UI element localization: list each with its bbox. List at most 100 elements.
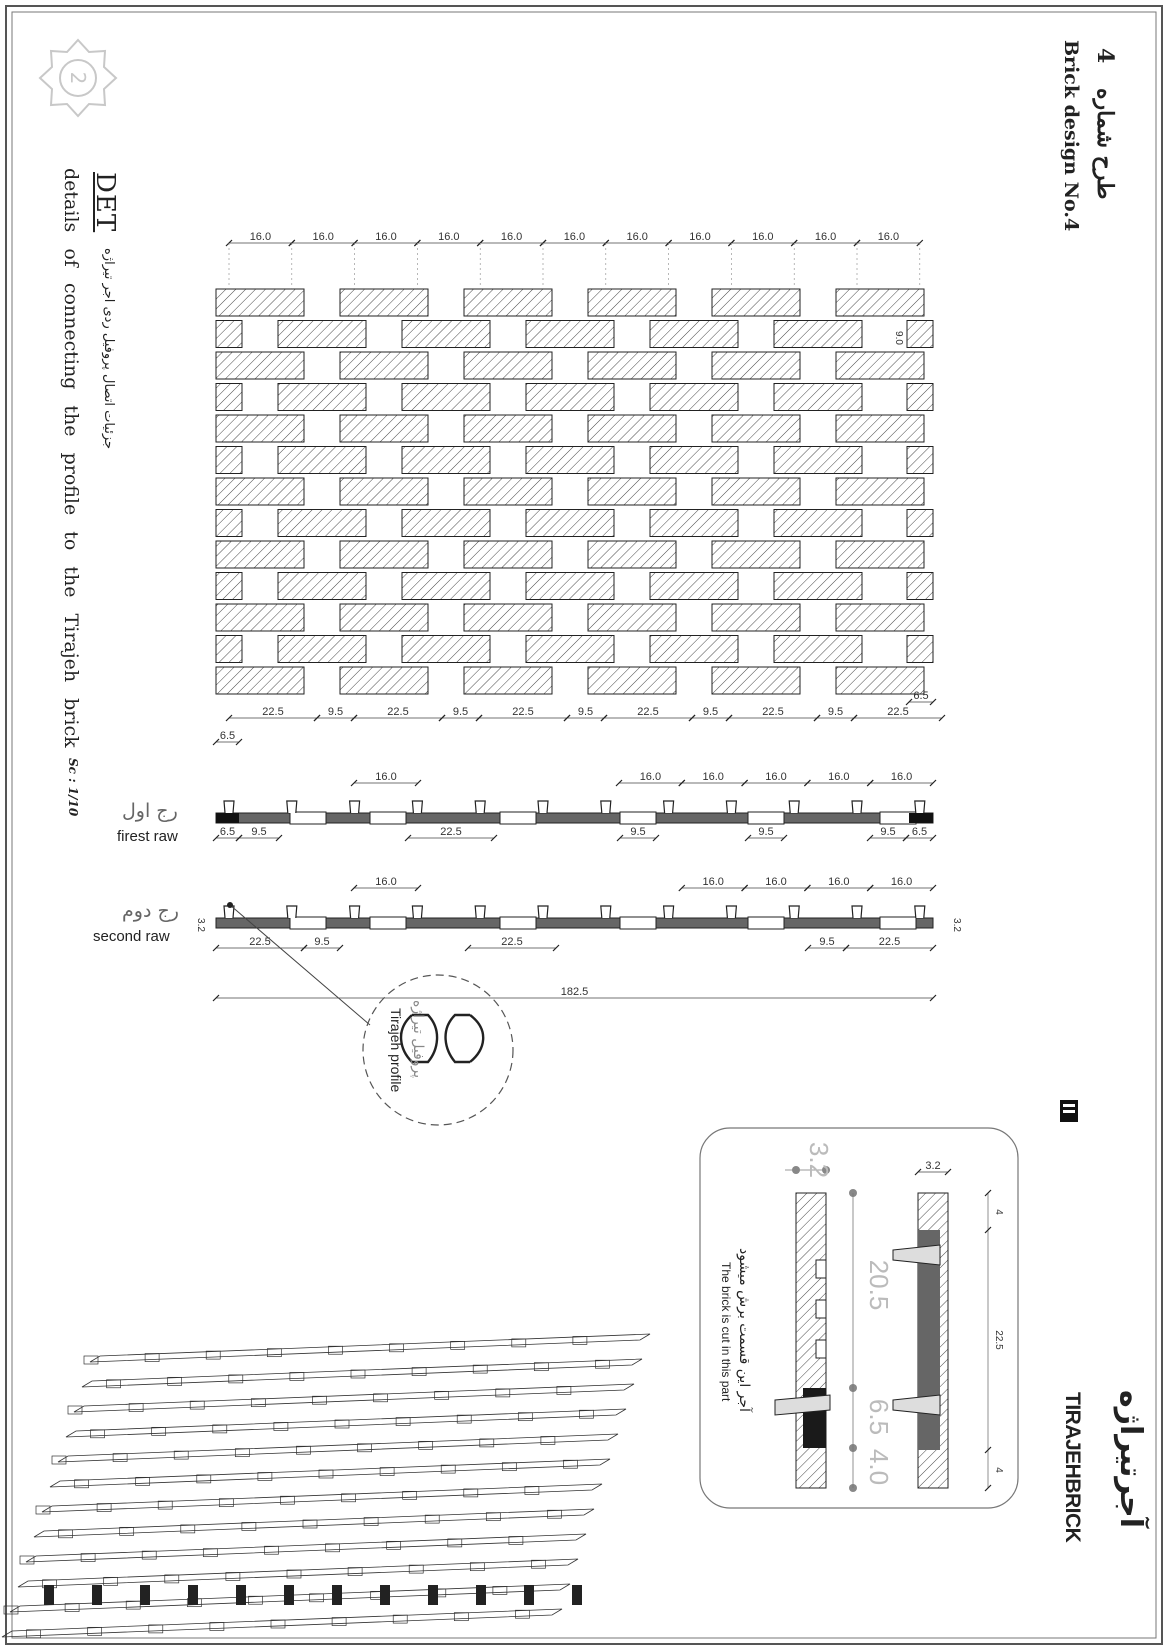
brick [339,288,429,317]
iso-clip [250,1398,266,1408]
brick [587,351,677,380]
iso-clip [469,1562,485,1572]
dim-tick [563,714,571,722]
dim-label: 22.5 [262,706,283,718]
dim-tick [929,834,937,842]
profile-clip [537,905,549,919]
brick [463,288,553,317]
dim-label-large: 6.5 [864,1399,894,1435]
iso-clip [547,1509,562,1519]
dim-label: 4 [993,1467,1004,1473]
iso-clip [402,1490,418,1500]
brick [463,477,553,506]
iso-clip [257,1472,273,1481]
brick [215,414,305,443]
iso-clip [96,1503,112,1512]
dim-tick [475,714,483,722]
dim-label: 16.0 [375,231,396,243]
iso-clip [347,1567,363,1576]
brick [215,477,305,506]
dim-tick [803,779,811,787]
dim-tick [414,884,422,892]
dim-label: 9.5 [630,826,645,838]
dim-label: 22.5 [762,706,783,718]
gap [289,916,327,930]
dim-tick [212,834,220,842]
iso-clip [141,1550,157,1560]
dim-label: 16.0 [891,876,912,888]
iso-profile-foot [332,1585,342,1605]
dim-label: 9.5 [880,826,895,838]
brick [649,383,739,411]
iso-clip [389,1343,404,1353]
iso-clip [524,1486,540,1495]
brick [215,666,305,695]
brick-strip [215,917,934,929]
dim-tick [212,994,220,1002]
brick [587,414,677,443]
brick [587,540,677,569]
iso-clip [125,1600,141,1610]
profile-clip [537,800,549,814]
iso-clip [80,1553,96,1562]
iso-clip [309,1593,324,1603]
profile-clip [348,905,361,919]
brick-half [215,383,243,411]
iso-clip [241,1522,257,1531]
dim-label: 4 [993,1209,1004,1215]
brick [835,288,925,317]
iso-clip [225,1572,241,1581]
dim-label: 9.5 [328,706,343,718]
dim-tick [652,834,660,842]
dim-label: 22.5 [879,936,900,948]
brick [215,288,305,317]
brick-half [215,446,243,474]
isometric-view [1,1333,651,1639]
brick-half [906,446,934,474]
iso-clip [395,1417,411,1426]
iso-clip [463,1488,479,1498]
cut-note-en: The brick is cut in this part [719,1262,733,1402]
dim-tick [600,714,608,722]
dim-tick [804,944,812,952]
brick [339,603,429,632]
brick-half [906,320,934,348]
iso-clip [273,1422,289,1431]
brick [711,540,801,569]
dim-tick [212,944,220,952]
iso-row [17,1558,579,1588]
dim-tick [914,1168,922,1176]
profile-callout [227,902,514,1126]
brick [649,509,739,537]
dim-label: 22.5 [512,706,533,718]
iso-clip [289,1372,305,1381]
iso-clip [424,1514,440,1524]
brick [711,414,801,443]
dim-tick [350,714,358,722]
iso-clip [228,1374,244,1384]
dim-tick [866,834,874,842]
dim-tick [905,698,913,706]
iso-clip [164,1574,180,1584]
dim-node [822,1166,830,1174]
iso-row [89,1333,651,1363]
iso-clip [517,1412,533,1422]
profile-clip [914,905,926,919]
iso-profile-foot [524,1585,534,1605]
brick [773,320,863,348]
brick-half [906,383,934,411]
dim-tick [464,944,472,952]
profile-clip [600,800,612,814]
iso-clip [595,1359,610,1369]
ornament-icon: 2 [38,38,118,118]
iso-clip [341,1493,356,1503]
brick [401,635,491,663]
iso-clip [119,1526,135,1536]
cut-note-fa: آجر این قسمت برش میشود [736,1248,752,1412]
dim-label: 16.0 [626,231,647,243]
dim-label: 6.5 [912,826,927,838]
